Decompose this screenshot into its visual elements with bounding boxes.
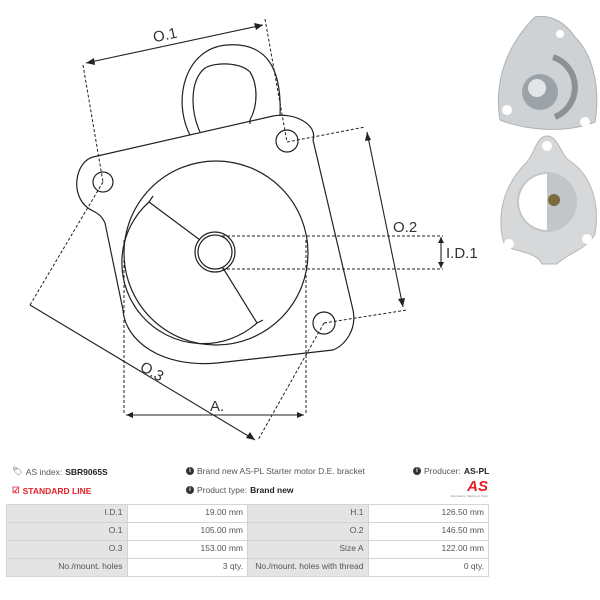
producer-value: AS-PL <box>463 466 490 476</box>
description: i Brand new AS-PL Starter motor D.E. bra… <box>186 466 365 476</box>
tag-icon: 🏷 <box>12 466 23 476</box>
as-index: 🏷 AS index: SBR9065S <box>12 466 108 477</box>
spec-value: 3 qty. <box>126 558 248 577</box>
outer-ring <box>123 160 309 346</box>
technical-drawing: O.1 O.2 I.D.1 O.3 A. <box>29 18 478 441</box>
producer: i Producer: AS-PL <box>413 466 489 476</box>
spec-value: 122.00 mm <box>367 540 489 559</box>
spec-label: O.3 <box>6 540 128 559</box>
spec-label: Size A <box>247 540 369 559</box>
label-o1: O.1 <box>152 25 179 47</box>
bore-outer <box>194 231 236 273</box>
bore-inner <box>197 234 233 270</box>
spec-label: O.2 <box>247 522 369 541</box>
label-id1: I.D.1 <box>446 245 478 262</box>
line-label: STANDARD LINE <box>22 485 92 496</box>
product-type: i Product type: Brand new <box>186 485 294 495</box>
spec-value: 105.00 mm <box>126 522 248 541</box>
description-text: Brand new AS-PL Starter motor D.E. brack… <box>197 466 365 476</box>
spec-label: O.1 <box>6 522 128 541</box>
spec-value: 0 qty. <box>367 558 489 577</box>
mount-hole-left <box>92 171 114 193</box>
inner-ring <box>121 201 258 345</box>
producer-label: Producer: <box>424 466 461 476</box>
spec-label: No./mount. holes <box>6 558 128 577</box>
label-a: A. <box>210 398 224 415</box>
spec-value: 19.00 mm <box>126 504 248 523</box>
spec-value: 126.50 mm <box>367 504 489 523</box>
bracket-loop-outer <box>181 44 281 136</box>
product-photo-back <box>500 135 597 265</box>
bracket-loop-inner <box>192 63 257 133</box>
spec-label: H.1 <box>247 504 369 523</box>
product-photo-front <box>497 15 598 130</box>
info-icon: i <box>413 467 421 475</box>
product-type-label: Product type: <box>197 485 248 495</box>
as-index-value: SBR9065S <box>65 466 108 477</box>
as-pl-logo: AS Alternators, Starters & Parts <box>450 478 488 498</box>
spec-value: 153.00 mm <box>126 540 248 559</box>
bracket-outline <box>76 114 355 365</box>
info-icon: i <box>186 467 194 475</box>
product-type-value: Brand new <box>250 485 294 495</box>
as-index-label: AS index: <box>25 466 63 477</box>
mount-hole-top-right <box>275 129 299 153</box>
mount-hole-bottom-right <box>312 311 336 335</box>
label-o3: O.3 <box>137 358 166 385</box>
label-o2: O.2 <box>393 219 417 236</box>
product-line: ☑ STANDARD LINE <box>12 485 91 496</box>
info-icon: i <box>186 486 194 494</box>
spec-label: No./mount. holes with thread <box>247 558 369 577</box>
spec-label: I.D.1 <box>6 504 128 523</box>
checkbox-icon: ☑ <box>12 485 20 495</box>
spec-value: 146.50 mm <box>367 522 489 541</box>
